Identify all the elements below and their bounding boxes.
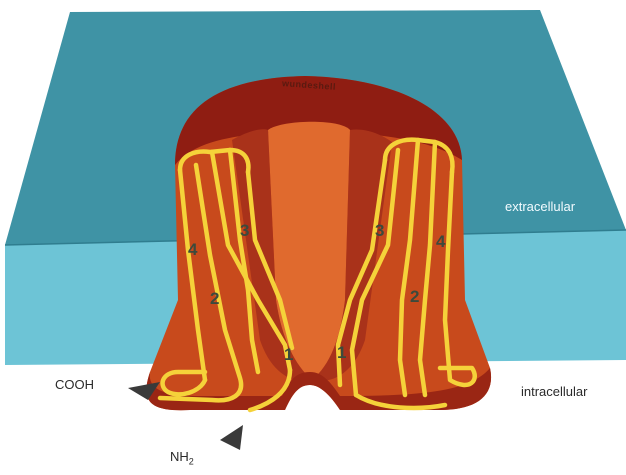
extracellular-label: extracellular: [505, 199, 575, 214]
left-segment-1: 1: [284, 345, 293, 364]
nh2-base: NH: [170, 449, 189, 464]
nh2-arrowhead: [220, 425, 243, 450]
right-segment-1: 1: [337, 343, 346, 362]
nh2-subscript: 2: [189, 457, 194, 467]
nh2-label: NH2: [170, 449, 194, 467]
left-segment-2: 2: [210, 289, 219, 308]
intracellular-label: intracellular: [521, 384, 587, 399]
right-segment-4: 4: [436, 232, 446, 251]
left-segment-4: 4: [188, 240, 198, 259]
right-segment-3: 3: [375, 221, 384, 240]
left-segment-3: 3: [240, 221, 249, 240]
right-segment-2: 2: [410, 287, 419, 306]
cooh-label: COOH: [55, 377, 94, 392]
